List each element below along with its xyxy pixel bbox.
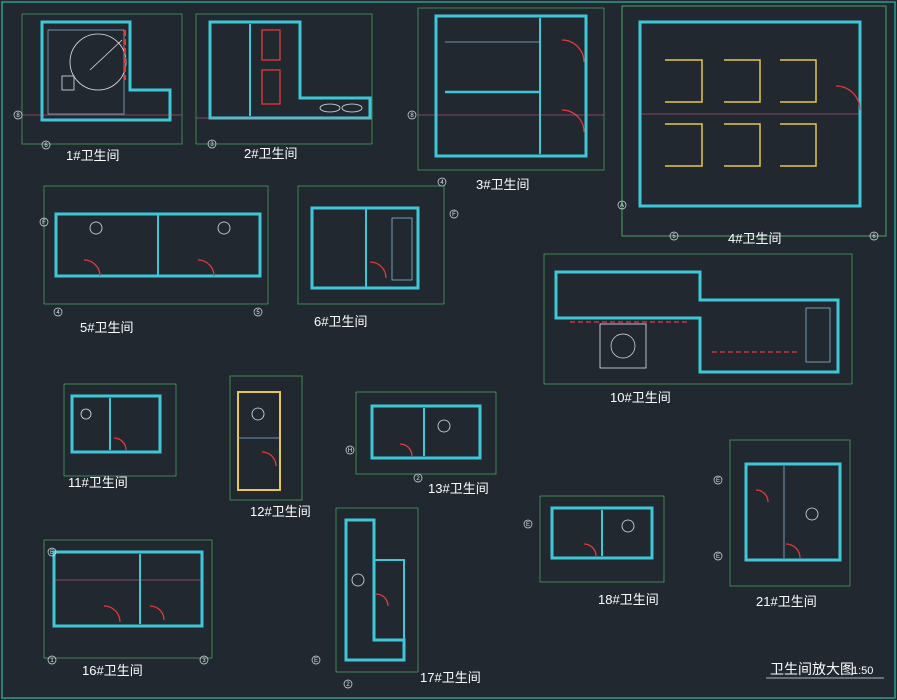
axis-label: E bbox=[716, 478, 720, 484]
sheet-title: 卫生间放大图 bbox=[770, 661, 854, 677]
plan-6-title: 6#卫生间 bbox=[314, 314, 367, 329]
axis-label: F bbox=[452, 212, 456, 218]
axis-label: E bbox=[716, 554, 720, 560]
axis-label: A bbox=[620, 203, 624, 209]
axis-label: 1 bbox=[50, 658, 54, 664]
plan-11-title: 11#卫生间 bbox=[68, 475, 128, 490]
plan-12 bbox=[229, 375, 303, 501]
plan-10-title: 10#卫生间 bbox=[610, 390, 671, 405]
axis-label: 3 bbox=[210, 142, 214, 148]
axis-label: 5 bbox=[672, 234, 676, 240]
plan-4-title: 4#卫生间 bbox=[728, 231, 781, 246]
axis-label: E bbox=[526, 522, 530, 528]
plan-3-title: 3#卫生间 bbox=[476, 177, 529, 192]
plan-16 bbox=[43, 539, 213, 665]
axis-label: 8 bbox=[410, 113, 414, 119]
plan-17 bbox=[311, 507, 419, 689]
plan-12-title: 12#卫生间 bbox=[250, 504, 311, 519]
plan-18 bbox=[523, 495, 665, 583]
axis-label: F bbox=[42, 220, 46, 226]
axis-label: 2 bbox=[346, 682, 350, 688]
axis-label: 4 bbox=[440, 180, 444, 186]
sheet-scale: 1:50 bbox=[852, 665, 873, 677]
plan-17-title: 17#卫生间 bbox=[420, 670, 481, 685]
axis-label: 2 bbox=[416, 476, 420, 482]
plan-13 bbox=[345, 391, 497, 483]
plan-11 bbox=[63, 383, 177, 477]
plan-10 bbox=[543, 253, 853, 385]
plan-13-title: 13#卫生间 bbox=[428, 481, 489, 496]
plan-6 bbox=[297, 185, 459, 305]
plan-1 bbox=[13, 13, 183, 150]
axis-label: 6 bbox=[872, 234, 876, 240]
plan-21-title: 21#卫生间 bbox=[756, 594, 817, 609]
plan-16-title: 16#卫生间 bbox=[82, 663, 143, 678]
plan-4 bbox=[617, 5, 887, 241]
axis-label: 6 bbox=[44, 143, 48, 149]
plan-18-title: 18#卫生间 bbox=[598, 592, 659, 607]
axis-label: E bbox=[50, 550, 54, 556]
axis-label: 4 bbox=[56, 310, 60, 316]
plan-5 bbox=[39, 185, 269, 317]
plan-3 bbox=[407, 7, 605, 187]
plan-2-title: 2#卫生间 bbox=[244, 146, 297, 161]
plan-2 bbox=[195, 13, 373, 149]
axis-label: 5 bbox=[256, 310, 260, 316]
axis-label: 8 bbox=[16, 113, 20, 119]
plan-1-title: 1#卫生间 bbox=[66, 148, 119, 163]
plan-21 bbox=[713, 439, 851, 587]
axis-label: E bbox=[314, 658, 318, 664]
axis-label: 3 bbox=[202, 658, 206, 664]
plan-5-title: 5#卫生间 bbox=[80, 320, 133, 335]
axis-label: H bbox=[348, 448, 352, 454]
